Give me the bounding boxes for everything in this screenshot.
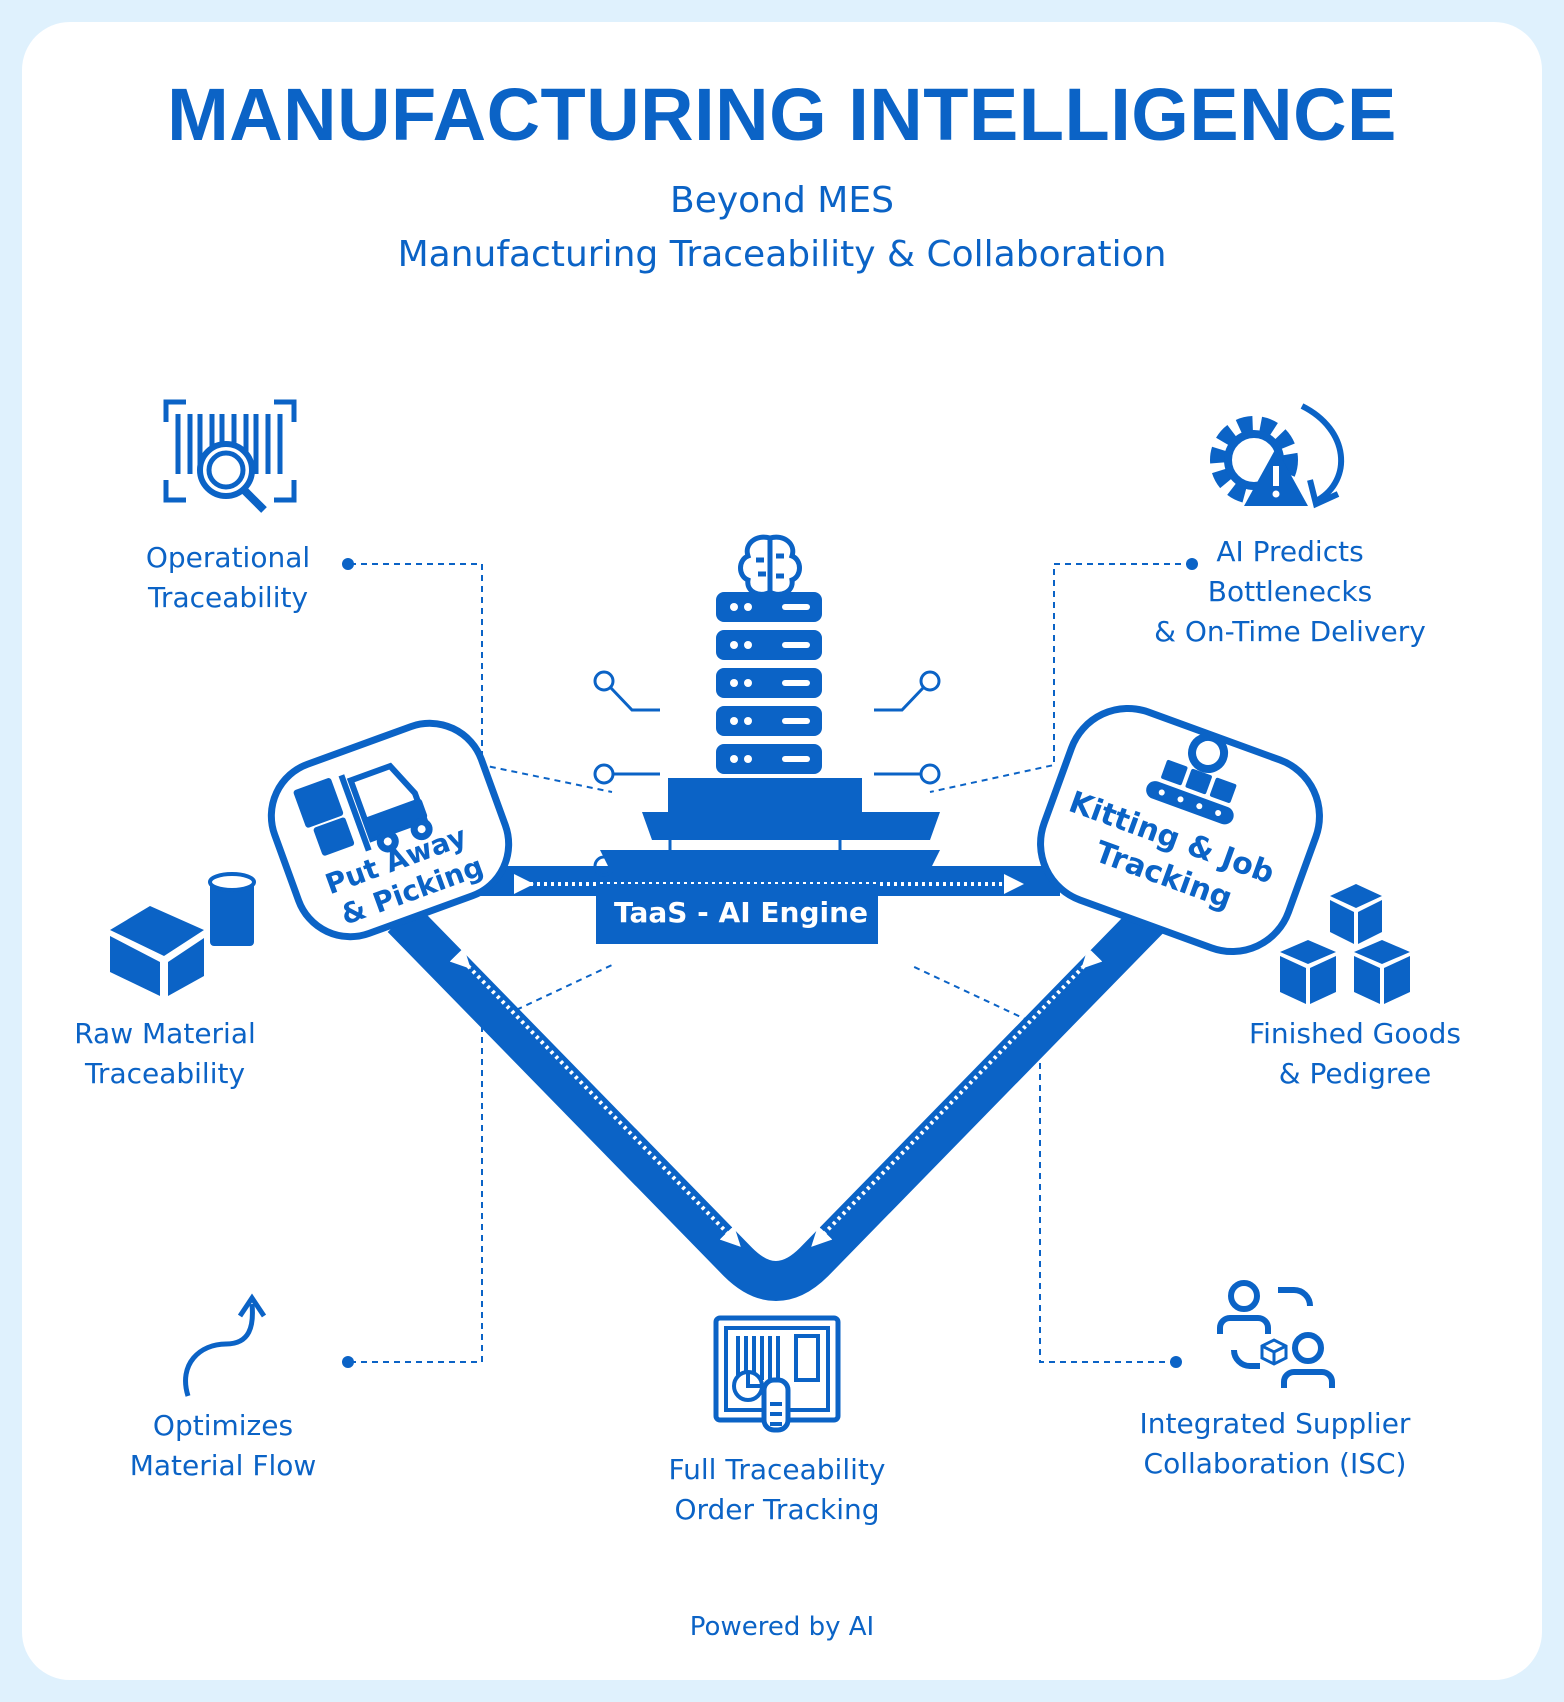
kitting-job-tracking-node[interactable]: Kitting & Job Tracking bbox=[1024, 692, 1337, 969]
feature-label-line: Traceability bbox=[84, 1057, 246, 1090]
connector-dot bbox=[342, 1356, 354, 1368]
feature-label-line: Bottlenecks bbox=[1207, 575, 1373, 608]
feature-label-line: Traceability bbox=[147, 581, 309, 614]
connector-dot bbox=[1170, 1356, 1182, 1368]
engine-label: TaaS - AI Engine bbox=[614, 896, 868, 929]
put-away-picking-node[interactable]: Put Away & Picking bbox=[256, 708, 524, 952]
circuit-lines bbox=[593, 670, 941, 877]
barcode-scan-icon bbox=[163, 399, 297, 513]
feature-ai-predicts: AI Predicts Bottlenecks & On-Time Delive… bbox=[1130, 532, 1450, 652]
tablet-barcode-icon bbox=[713, 1315, 841, 1433]
gear-warning-icon bbox=[1210, 403, 1345, 509]
feature-optimizes-material-flow: Optimizes Material Flow bbox=[108, 1406, 338, 1486]
boxes-icon bbox=[110, 872, 256, 996]
feature-integrated-supplier-collaboration: Integrated Supplier Collaboration (ISC) bbox=[1120, 1404, 1430, 1484]
feature-label-line: Raw Material bbox=[74, 1017, 256, 1050]
footer-powered-by: Powered by AI bbox=[689, 1612, 875, 1642]
server-rack-icon bbox=[716, 592, 822, 774]
feature-label-line: Collaboration (ISC) bbox=[1143, 1447, 1407, 1480]
page-title: MANUFACTURING INTELLIGENCE bbox=[167, 73, 1397, 156]
feature-label-line: Integrated Supplier bbox=[1139, 1407, 1411, 1440]
curved-arrow-icon bbox=[183, 1293, 267, 1397]
subtitle-line2: Manufacturing Traceability & Collaborati… bbox=[397, 234, 1167, 275]
connector-dot bbox=[342, 558, 354, 570]
conveyor-gear-icon bbox=[1146, 732, 1237, 825]
subtitle-line1: Beyond MES bbox=[670, 180, 894, 221]
feature-finished-goods: Finished Goods & Pedigree bbox=[1230, 1014, 1480, 1094]
feature-full-traceability: Full Traceability Order Tracking bbox=[640, 1450, 914, 1530]
stacked-cubes-icon bbox=[1280, 884, 1410, 1004]
feature-label-line: Optimizes bbox=[152, 1409, 294, 1442]
brain-icon bbox=[738, 534, 802, 597]
feature-label-line: Order Tracking bbox=[674, 1493, 880, 1526]
ai-engine: TaaS - AI Engine bbox=[593, 534, 941, 944]
feature-label-line: Material Flow bbox=[129, 1449, 317, 1482]
feature-label-line: Operational bbox=[145, 541, 311, 574]
connector-dot bbox=[1186, 558, 1198, 570]
people-exchange-icon bbox=[1217, 1280, 1335, 1388]
feature-raw-material-traceability: Raw Material Traceability bbox=[50, 1014, 280, 1094]
feature-operational-traceability: Operational Traceability bbox=[108, 538, 348, 618]
feature-label-line: AI Predicts bbox=[1216, 535, 1364, 568]
feature-label-line: & On-Time Delivery bbox=[1154, 615, 1426, 648]
forklift-icon bbox=[293, 762, 433, 856]
feature-label-line: Finished Goods bbox=[1249, 1017, 1461, 1050]
feature-label-line: & Pedigree bbox=[1278, 1057, 1432, 1090]
feature-label-line: Full Traceability bbox=[668, 1453, 886, 1486]
